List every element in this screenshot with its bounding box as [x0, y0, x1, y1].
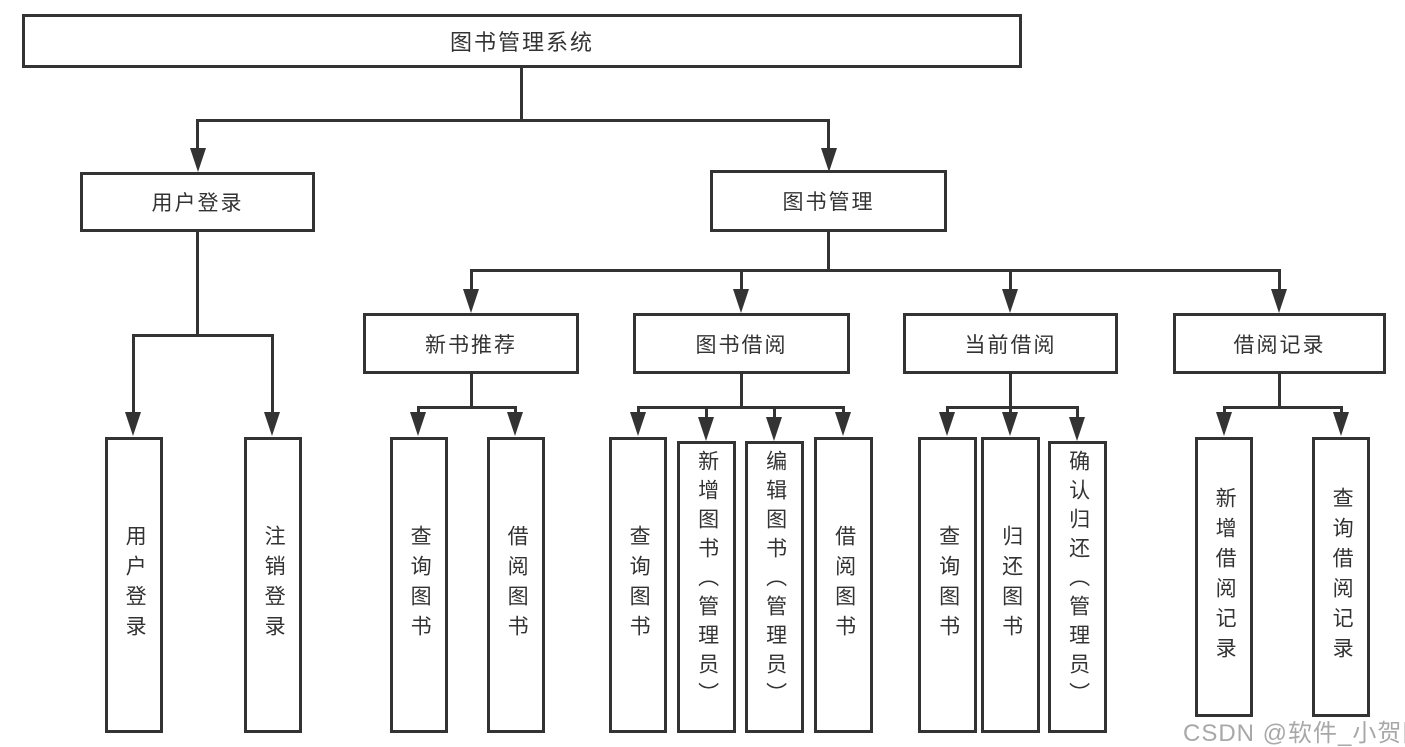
connector-l2-drop-right [827, 119, 830, 151]
arrowhead-leaf-confirm-return-admin [1069, 417, 1085, 441]
node-leaf-confirm-return-admin: 确认归还（管理员） [1048, 441, 1107, 733]
connector-drop-borrow-records [1278, 269, 1281, 291]
node-leaf-query-borrow-record: 查询借阅记录 [1312, 437, 1370, 717]
arrowhead-current-borrow [1002, 289, 1018, 313]
arrowhead-leaf-user-login [125, 412, 141, 436]
node-leaf-query-books-1-label: 查询图书 [408, 525, 432, 645]
arrowhead-leaf-query-borrow-record [1333, 412, 1349, 436]
node-root-label: 图书管理系统 [449, 30, 594, 55]
node-book-management-label: 图书管理 [782, 191, 875, 214]
arrowhead-leaf-logout [264, 412, 280, 436]
node-borrow-records-label: 借阅记录 [1233, 333, 1326, 357]
connector-drop-new-book [470, 269, 473, 291]
node-book-borrow-label: 图书借阅 [695, 333, 788, 357]
node-current-borrow: 当前借阅 [903, 313, 1118, 374]
connector-g4-drop-1 [1223, 406, 1226, 414]
node-root-library-system: 图书管理系统 [22, 14, 1022, 68]
node-leaf-return-book-label: 归还图书 [999, 525, 1023, 645]
node-leaf-borrow-books-2: 借阅图书 [814, 437, 873, 733]
connector-g1-drop-1 [417, 406, 420, 414]
connector-user-login-splitter [132, 334, 274, 337]
connector-g1-drop-2 [514, 406, 517, 414]
node-leaf-query-borrow-record-label: 查询借阅记录 [1330, 487, 1354, 667]
connector-g2-drop-2 [705, 406, 708, 419]
node-leaf-add-book-admin-label: 新增图书（管理员） [695, 450, 719, 711]
arrowhead-leaf-query-books-3 [939, 412, 955, 436]
connector-g3-drop-1 [946, 406, 949, 414]
connector-l2-drop-left [196, 119, 199, 151]
node-leaf-query-books-2-label: 查询图书 [627, 525, 651, 645]
node-leaf-user-login-label: 用户登录 [123, 525, 147, 645]
arrowhead-leaf-borrow-books-1 [507, 412, 523, 436]
connector-g1-stub [470, 374, 473, 408]
connector-root-stub [520, 68, 523, 121]
arrowhead-new-book-recommend [463, 289, 479, 313]
node-new-book-recommend: 新书推荐 [363, 313, 579, 374]
connector-g3-stub [1009, 374, 1012, 408]
connector-drop-book-borrow [740, 269, 743, 291]
arrowhead-book-borrow [733, 289, 749, 313]
arrowhead-leaf-edit-book-admin [766, 417, 782, 441]
node-book-management: 图书管理 [710, 170, 947, 232]
connector-g3-splitter [946, 406, 1079, 409]
node-leaf-user-login: 用户登录 [105, 437, 163, 733]
connector-drop-leaf-logout [271, 334, 274, 416]
arrowhead-leaf-add-book-admin [698, 417, 714, 441]
node-user-login: 用户登录 [80, 172, 315, 232]
arrowhead-book-management [821, 148, 837, 172]
node-leaf-borrow-books-1: 借阅图书 [487, 437, 545, 733]
connector-g3-drop-3 [1076, 406, 1079, 419]
node-leaf-return-book: 归还图书 [981, 437, 1040, 733]
node-new-book-recommend-label: 新书推荐 [425, 333, 517, 357]
node-leaf-add-book-admin: 新增图书（管理员） [677, 441, 736, 733]
connector-drop-leaf-user-login [132, 334, 135, 416]
connector-drop-current-borrow [1009, 269, 1012, 291]
node-book-borrow: 图书借阅 [633, 313, 850, 374]
arrowhead-leaf-query-books-2 [630, 412, 646, 436]
connector-g2-drop-1 [637, 406, 640, 414]
node-leaf-query-books-3-label: 查询图书 [936, 525, 960, 645]
csdn-watermark: CSDN @软件_小贺同学 [1183, 720, 1405, 747]
connector-g2-stub [740, 374, 743, 408]
node-leaf-logout-label: 注销登录 [262, 525, 286, 645]
node-leaf-edit-book-admin-label: 编辑图书（管理员） [763, 450, 787, 711]
arrowhead-borrow-records [1271, 289, 1287, 313]
arrowhead-user-login [190, 148, 206, 172]
node-leaf-borrow-books-2-label: 借阅图书 [832, 525, 856, 645]
arrowhead-leaf-query-books-1 [410, 412, 426, 436]
connector-l3-splitter [470, 269, 1280, 272]
connector-g2-drop-3 [773, 406, 776, 419]
node-leaf-query-books-2: 查询图书 [609, 437, 667, 733]
node-borrow-records: 借阅记录 [1173, 313, 1386, 374]
connector-g4-stub [1278, 374, 1281, 408]
node-leaf-confirm-return-admin-label: 确认归还（管理员） [1066, 450, 1090, 711]
connector-g4-drop-2 [1340, 406, 1343, 414]
node-leaf-query-books-3: 查询图书 [918, 437, 977, 733]
node-leaf-add-borrow-record-label: 新增借阅记录 [1213, 487, 1237, 667]
connector-g4-splitter [1223, 406, 1343, 409]
connector-g2-drop-4 [842, 406, 845, 414]
arrowhead-leaf-return-book [1002, 412, 1018, 436]
arrowhead-leaf-borrow-books-2 [835, 412, 851, 436]
connector-l2-splitter [196, 119, 830, 122]
connector-g1-splitter [417, 406, 517, 409]
node-current-borrow-label: 当前借阅 [964, 333, 1057, 357]
connector-user-login-stub [196, 232, 199, 336]
connector-book-management-stub [827, 232, 830, 272]
node-leaf-query-books-1: 查询图书 [390, 437, 448, 733]
node-leaf-logout: 注销登录 [244, 437, 302, 733]
node-leaf-borrow-books-1-label: 借阅图书 [505, 525, 529, 645]
node-leaf-add-borrow-record: 新增借阅记录 [1195, 437, 1253, 717]
node-user-login-label: 用户登录 [151, 192, 244, 215]
arrowhead-leaf-add-borrow-record [1216, 412, 1232, 436]
node-leaf-edit-book-admin: 编辑图书（管理员） [745, 441, 804, 733]
connector-g3-drop-2 [1009, 406, 1012, 414]
connector-g2-splitter [637, 406, 845, 409]
